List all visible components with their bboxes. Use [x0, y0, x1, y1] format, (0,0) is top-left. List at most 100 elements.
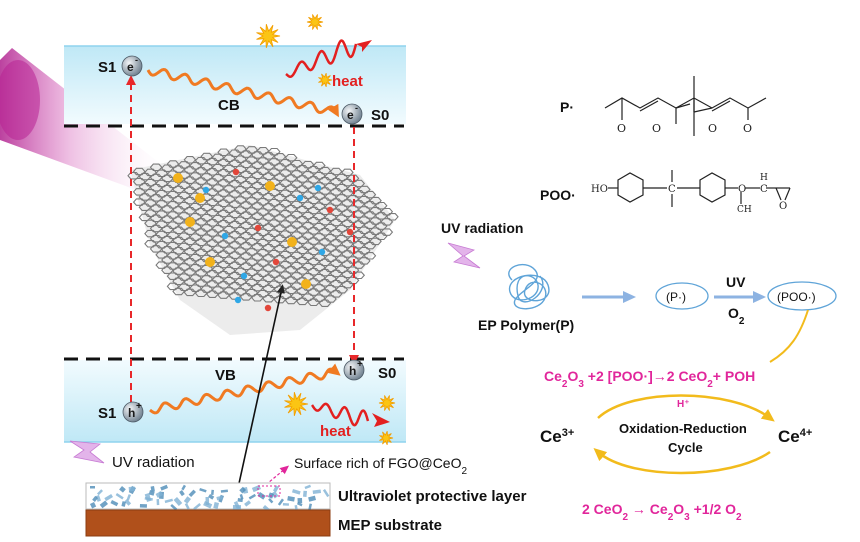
graphene-hexagon: [267, 209, 281, 217]
graphene-hexagon: [312, 233, 326, 241]
filler-flake: [239, 486, 246, 494]
graphene-hexagon: [256, 198, 270, 206]
surface-pointer-arrow: [237, 284, 285, 489]
filler-flake: [155, 491, 164, 498]
atom-c: C: [760, 184, 768, 195]
cycle-arc-top: [597, 394, 775, 422]
filler-flake: [184, 503, 190, 510]
graphene-hexagon: [222, 164, 236, 173]
graphene-hexagon: [189, 253, 202, 262]
graphene-hexagon: [211, 153, 225, 162]
graphene-hexagon: [312, 294, 326, 302]
atom-o: O: [738, 184, 746, 195]
graphene-hexagon: [245, 278, 259, 287]
ceo2-particle: [232, 168, 240, 176]
poo-radical-label: (POO·): [777, 290, 816, 304]
fgo-ceo2-graphene-sheet: [127, 145, 399, 335]
lightning-icon: [447, 242, 481, 269]
graphene-hexagon: [324, 172, 337, 181]
filler-flake: [210, 489, 214, 495]
graphene-hexagon: [144, 189, 157, 197]
graphene-hexagon: [211, 163, 225, 172]
graphene-hexagon: [256, 259, 270, 267]
ceo2-particle: [301, 279, 311, 289]
graphene-hexagon: [386, 213, 399, 221]
reaction-ce2o3-poo: Ce2O3 +2 [POO·]→2 CeO2+ POH: [544, 368, 755, 390]
filler-flake: [312, 489, 322, 494]
graphene-hexagon: [346, 195, 360, 203]
graphene-hexagon: [245, 207, 259, 215]
state-label-s1-top: S1: [98, 59, 116, 76]
graphene-hexagon: [301, 262, 315, 271]
filler-flake: [104, 493, 113, 502]
graphene-hexagon: [189, 243, 202, 252]
filler-flake: [304, 484, 311, 490]
graphene-hexagon: [346, 225, 360, 234]
polymer-label: EP Polymer(P): [478, 317, 574, 333]
graphene-hexagon: [335, 194, 349, 202]
graphene-hexagon: [312, 284, 326, 292]
uv-radiation-right-label: UV radiation: [441, 220, 523, 236]
graphene-hexagon: [279, 220, 292, 228]
graphene-hexagon: [290, 272, 304, 280]
graphene-hexagon: [312, 182, 326, 190]
graphene-hexagon: [369, 217, 382, 225]
graphene-hexagon: [363, 252, 377, 260]
graphene-hexagon: [290, 180, 304, 188]
graphene-hexagon: [290, 251, 304, 260]
filler-flake: [144, 493, 152, 502]
graphene-hexagon: [312, 161, 326, 170]
graphene-hexagon: [234, 206, 247, 214]
uv-radiation-left-label: UV radiation: [112, 454, 195, 471]
surface-rich-label: Surface rich of FGO@CeO2: [294, 455, 467, 477]
graphene-hexagon: [222, 276, 236, 285]
graphene-hexagon: [245, 156, 259, 164]
graphene-hexagon: [290, 200, 304, 209]
sunburst-icon: [306, 14, 324, 30]
graphene-hexagon: [200, 162, 214, 171]
graphene-hexagon: [189, 162, 202, 170]
filler-flake: [248, 493, 256, 500]
graphene-hexagon: [166, 252, 180, 260]
graphene-hexagon: [279, 271, 292, 279]
graphene-hexagon: [200, 203, 214, 212]
graphene-hexagon: [357, 257, 371, 265]
ceo2-particle: [221, 232, 229, 240]
graphene-hexagon: [346, 266, 360, 274]
graphene-hexagon: [222, 185, 236, 193]
graphene-hexagon: [301, 232, 315, 240]
graphene-hexagon: [279, 179, 292, 187]
graphene-hexagon: [166, 231, 180, 240]
uv-light-source: [0, 60, 40, 140]
graphene-hexagon: [335, 173, 349, 182]
p-radical-label: (P·): [666, 290, 686, 304]
graphene-hexagon: [177, 201, 191, 210]
lightning-icon: [69, 440, 105, 464]
graphene-hexagon: [234, 257, 247, 265]
graphene-hexagon: [166, 190, 180, 199]
graphene-hexagon: [369, 237, 382, 246]
graphene-hexagon: [245, 217, 259, 226]
graphene-hexagon: [267, 229, 281, 238]
graphene-hexagon: [301, 191, 315, 199]
graphene-hexagon: [267, 198, 281, 207]
graphene-hexagon: [245, 237, 259, 246]
graphene-hexagon: [245, 166, 259, 175]
reaction-ceo2-decomp: 2 CeO2 → Ce2O3 +1/2 O2: [582, 501, 742, 523]
filler-flake: [322, 489, 330, 498]
ceo2-particle: [287, 237, 297, 247]
ceo2-particle: [195, 193, 205, 203]
ceo2-particle: [326, 206, 334, 214]
substrate-label: MEP substrate: [338, 517, 442, 534]
graphene-hexagon: [132, 167, 146, 176]
heat-wave-bottom: [311, 402, 370, 427]
graphene-hexagon: [346, 235, 360, 244]
graphene-hexagon: [324, 213, 337, 222]
graphene-hexagon: [267, 239, 281, 248]
filler-flake: [302, 490, 307, 497]
graphene-hexagon: [357, 236, 371, 245]
graphene-hexagon: [312, 222, 326, 231]
graphene-hexagon: [290, 292, 304, 301]
filler-flake: [220, 489, 228, 493]
